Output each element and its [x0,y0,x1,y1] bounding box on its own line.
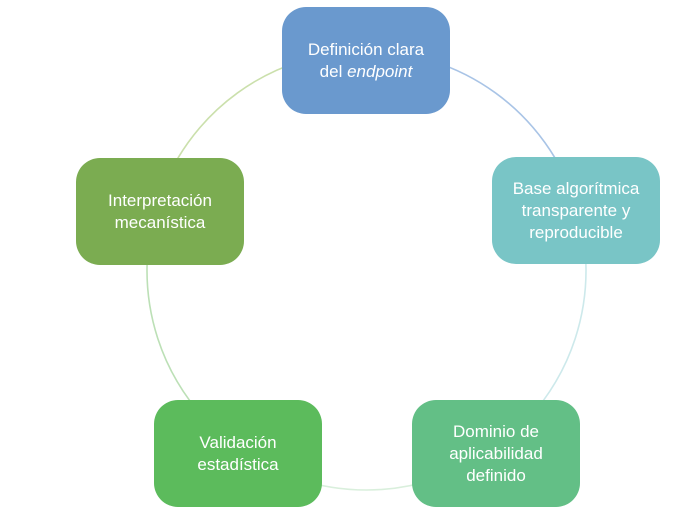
node-label-line: Base algorítmica [512,178,640,198]
node-base-algoritmica: Base algorítmica transparente y reproduc… [492,157,660,264]
node-label-line: aplicabilidad [449,443,543,463]
node-label-line: Validación [199,432,277,452]
node-label-line: estadística [197,454,279,474]
node-label-line: Dominio de [453,421,539,441]
node-label-line: mecanística [114,212,206,232]
node-label-line: transparente y [521,200,631,220]
node-label-line: Definición clara [307,39,425,59]
node-label-italic: endpoint [347,61,413,81]
node-label-line: definido [466,465,526,485]
node-label-line: Interpretación [108,190,212,210]
node-definicion-endpoint: Definición clara del endpoint [282,7,450,114]
node-label-line: del endpoint [320,61,413,83]
node-interpretacion-mecanistica: Interpretación mecanística [76,158,244,265]
node-label-line: reproducible [529,222,623,242]
node-label-regular: del [319,61,348,81]
node-validacion-estadistica: Validación estadística [154,400,322,507]
node-dominio-aplicabilidad: Dominio de aplicabilidad definido [412,400,580,507]
